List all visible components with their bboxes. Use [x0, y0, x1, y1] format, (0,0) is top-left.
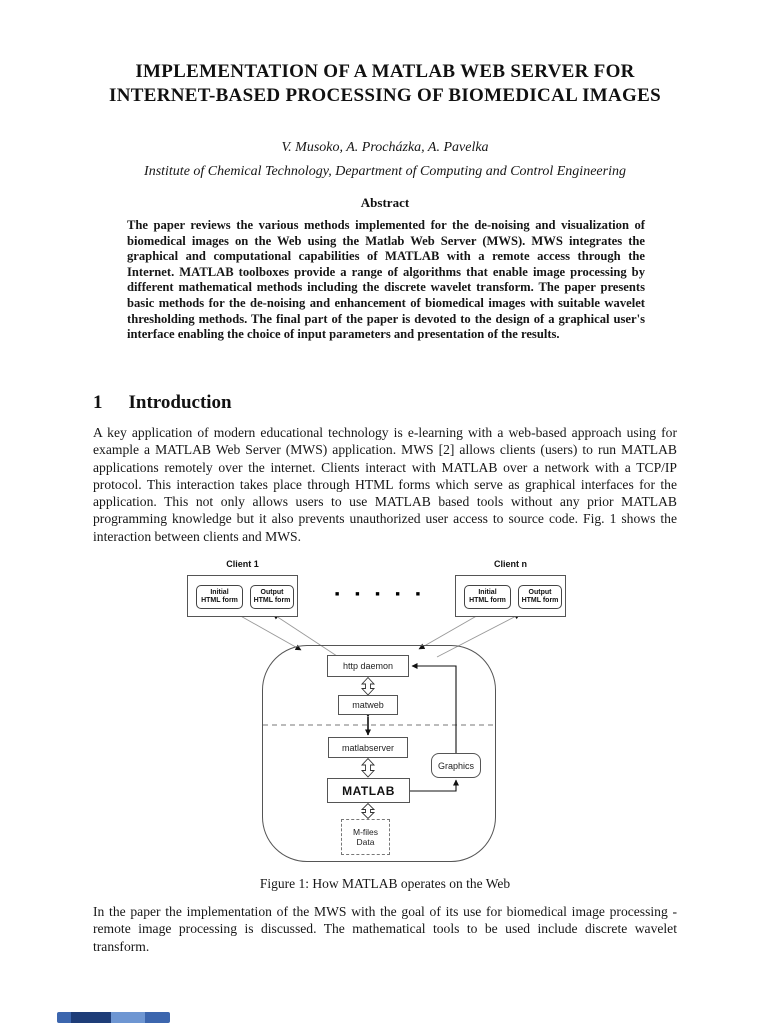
abstract-heading: Abstract — [360, 195, 410, 210]
figure-1-diagram: Client 1 Initial HTML form Output HTML f… — [0, 556, 770, 876]
link-matlab-to-graphics — [410, 779, 459, 792]
figure-1-caption: Figure 1: How MATLAB operates on the Web — [259, 876, 511, 891]
arrow-matlabserver-matlab — [360, 757, 376, 778]
clientn-label: Client n — [494, 559, 527, 569]
node-matlab: MATLAB — [327, 778, 410, 803]
node-graphics: Graphics — [431, 753, 481, 778]
paper-affiliation: Institute of Chemical Technology, Depart… — [144, 164, 626, 179]
diagram-connectors — [229, 609, 521, 820]
link-server-to-clientn-output — [436, 613, 521, 658]
arrow-matlab-mfiles — [360, 802, 376, 820]
section-number: 1 — [93, 392, 103, 413]
bottom-left-ui-fragment-bar — [57, 1012, 170, 1023]
server-boundary — [262, 645, 496, 862]
node-matweb: matweb — [338, 695, 398, 715]
clientn-output-html-form: Output HTML form — [518, 585, 562, 609]
client1-label: Client 1 — [226, 559, 259, 569]
closing-paragraph: In the paper the implementation of the M… — [93, 904, 677, 954]
arrow-httpdaemon-matweb — [360, 676, 376, 696]
node-http-daemon: http daemon — [327, 655, 409, 677]
section-title: Introduction — [128, 392, 232, 413]
paper-title: IMPLEMENTATION OF A MATLAB WEB SERVER FO… — [109, 61, 661, 106]
node-mfiles-data: M-files Data — [341, 819, 390, 855]
fragment-seg-dark — [71, 1012, 111, 1023]
fragment-seg-base — [57, 1012, 71, 1023]
fragment-seg-base2 — [145, 1012, 170, 1023]
abstract-body: The paper reviews the various methods im… — [127, 218, 645, 342]
paper-authors: V. Musoko, A. Procházka, A. Pavelka — [281, 140, 489, 155]
section-heading-introduction: 1 Introduction — [93, 392, 677, 414]
clients-ellipsis-dots: ■ ■ ■ ■ ■ — [335, 591, 420, 598]
client1-initial-html-form: Initial HTML form — [196, 585, 243, 609]
introduction-paragraph: A key application of modern educational … — [93, 425, 677, 544]
link-server-to-client1-output — [272, 613, 341, 659]
fragment-seg-light — [111, 1012, 145, 1023]
clientn-initial-html-form: Initial HTML form — [464, 585, 511, 609]
client1-output-html-form: Output HTML form — [250, 585, 294, 609]
node-matlabserver: matlabserver — [328, 737, 408, 758]
